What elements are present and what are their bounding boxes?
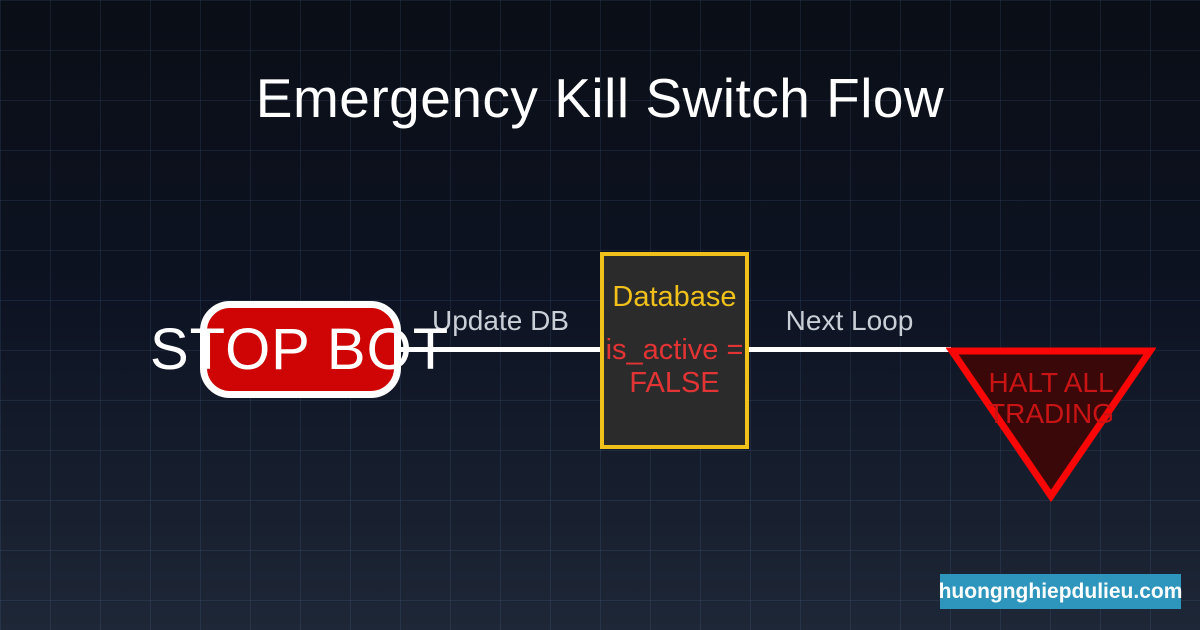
database-node: Database is_active = FALSE xyxy=(600,252,749,449)
page-title: Emergency Kill Switch Flow xyxy=(255,67,945,129)
edge-label-update-db: Update DB xyxy=(432,305,569,336)
database-node-value: is_active = FALSE xyxy=(605,334,744,399)
database-node-title: Database xyxy=(612,281,737,313)
edge-label-next-loop: Next Loop xyxy=(785,305,914,336)
stop-bot-node xyxy=(200,301,401,398)
halt-trading-label: HALT ALL TRADING xyxy=(988,367,1114,429)
watermark-badge: huongnghiepdulieu.com xyxy=(939,574,1182,609)
stop-bot-label: STOP BOT xyxy=(150,317,450,382)
halt-triangle-icon xyxy=(946,347,1156,502)
